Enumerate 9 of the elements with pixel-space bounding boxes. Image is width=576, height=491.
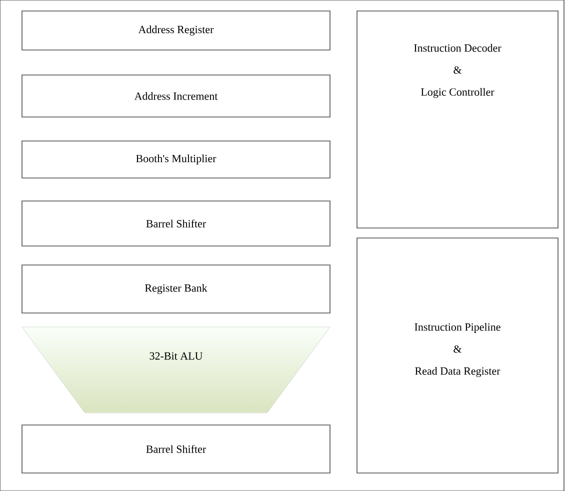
block-box: Barrel Shifter	[22, 200, 330, 246]
block-box: Address Register	[22, 10, 330, 50]
block-box: Booth's Multiplier	[22, 140, 330, 178]
block-box: Address Increment	[22, 74, 330, 118]
block-box: Register Bank	[22, 264, 330, 314]
alu-trapezoid: 32-Bit ALU	[22, 326, 330, 414]
block-box: Instruction Decoder & Logic Controller	[356, 10, 558, 228]
block-box: Instruction Pipeline & Read Data Register	[356, 238, 558, 474]
block-box: Barrel Shifter	[22, 424, 330, 474]
